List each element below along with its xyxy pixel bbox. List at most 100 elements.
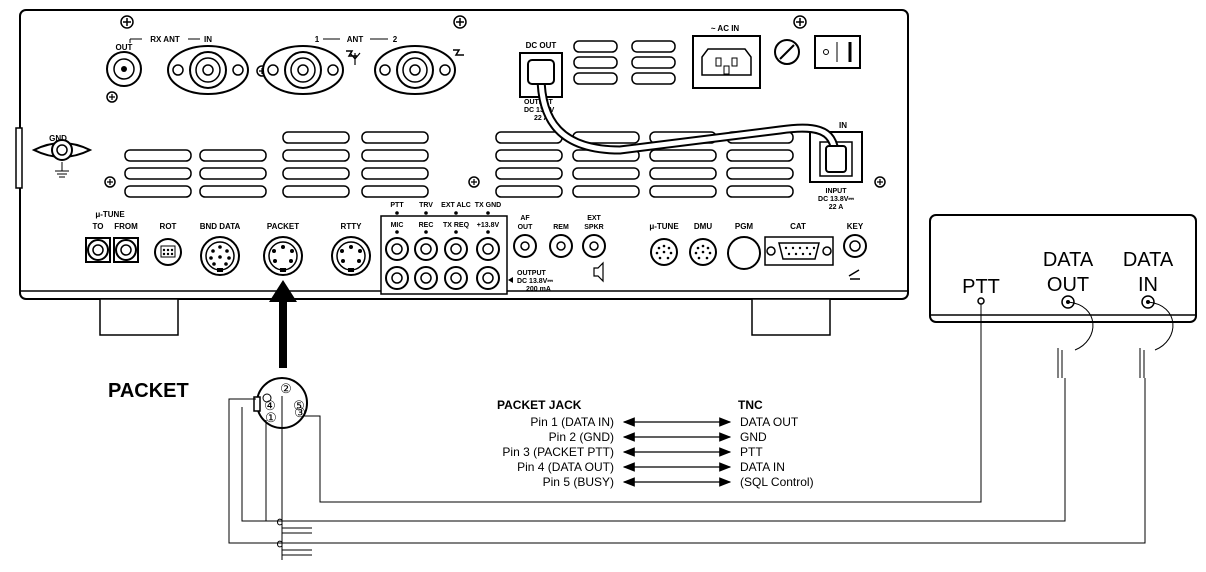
tnc-ptt-label: PTT bbox=[962, 276, 1000, 298]
output-spec-2: DC 13.8V⎓ bbox=[517, 278, 553, 285]
tnc-data-out-label-1: DATA bbox=[1043, 249, 1094, 271]
ac-in-label: ~ AC IN bbox=[711, 24, 740, 33]
dmu-label: DMU bbox=[694, 222, 712, 231]
row-4-right: DATA IN bbox=[740, 460, 785, 474]
row-2-left: Pin 2 (GND) bbox=[549, 430, 614, 444]
tnc-data-in-label-1: DATA bbox=[1123, 249, 1174, 271]
trv-jack-label: TRV bbox=[419, 202, 433, 209]
ant2-connector bbox=[374, 45, 456, 95]
packet-jack bbox=[263, 236, 303, 276]
row-1-left: Pin 1 (DATA IN) bbox=[530, 415, 614, 429]
af-out-label-2: OUT bbox=[518, 224, 534, 231]
row-1-right: DATA OUT bbox=[740, 415, 799, 429]
packet-jack-header: PACKET JACK bbox=[497, 398, 582, 412]
key-icon bbox=[848, 269, 860, 280]
mic-label: MIC bbox=[391, 222, 404, 229]
key-jack bbox=[843, 234, 867, 258]
power-switch bbox=[814, 35, 861, 69]
row-5-left: Pin 5 (BUSY) bbox=[543, 475, 614, 489]
dmu-jack bbox=[689, 238, 717, 266]
tnc-ptt-terminal bbox=[977, 297, 985, 305]
up-arrow bbox=[269, 280, 297, 368]
row-3-left: Pin 3 (PACKET PTT) bbox=[502, 445, 614, 459]
rtty-jack bbox=[331, 236, 371, 276]
mu-tune-from-jack bbox=[113, 237, 139, 263]
ant2-label: 2 bbox=[393, 35, 398, 44]
dc-out-spec-1: OUTPUT bbox=[524, 99, 554, 106]
pin-1-label: ① bbox=[265, 410, 277, 425]
ext-alc-label: EXT ALC bbox=[441, 202, 471, 209]
mu-tune2-label: μ-TUNE bbox=[649, 222, 679, 231]
fuse-holder-icon bbox=[774, 39, 800, 65]
bnd-data-label: BND DATA bbox=[200, 222, 241, 231]
rx-ant-out-label: OUT bbox=[116, 43, 133, 52]
ant-label: ANT bbox=[347, 35, 364, 44]
side-handle bbox=[15, 127, 23, 189]
cat-connector bbox=[764, 236, 834, 266]
rca-jack-block: PTT TRV EXT ALC TX GND MIC REC TX REQ +1… bbox=[380, 202, 508, 295]
bnd-data-jack bbox=[200, 236, 240, 276]
ptt-jack-label: PTT bbox=[390, 202, 404, 209]
rem-jack bbox=[549, 234, 573, 258]
speaker-icon bbox=[593, 261, 604, 283]
ext-spkr-jack bbox=[582, 234, 606, 258]
rx-ant-label: RX ANT bbox=[150, 35, 180, 44]
vent-slots-lower bbox=[124, 131, 794, 198]
output-spec-1: OUTPUT bbox=[517, 270, 547, 277]
pgm-label: PGM bbox=[735, 222, 754, 231]
packet-din-plug: ② ④ ⑤ ③ ① bbox=[253, 377, 308, 429]
row-5-right: (SQL Control) bbox=[740, 475, 814, 489]
pgm-port bbox=[727, 236, 761, 270]
tx-gnd-label: TX GND bbox=[475, 202, 501, 209]
arrow-left-icon bbox=[508, 277, 513, 283]
mu-tune-label: μ-TUNE bbox=[95, 210, 125, 219]
key-label: KEY bbox=[847, 222, 864, 231]
lightning-icon bbox=[453, 49, 464, 56]
rec-label: REC bbox=[419, 222, 434, 229]
mu-tune-to-jack bbox=[85, 237, 111, 263]
pin-5-label: ⑤ bbox=[293, 398, 305, 413]
ac-inlet bbox=[692, 35, 761, 89]
rot-jack bbox=[154, 238, 182, 266]
ant1-connector bbox=[262, 45, 344, 95]
dc-out-spec-2: DC 13.8V bbox=[524, 107, 555, 114]
radio-rear-panel: OUT RX ANT IN 1 ANT 2 bbox=[15, 9, 909, 336]
tnc-header: TNC bbox=[738, 398, 763, 412]
plus-138-label: +13.8V bbox=[477, 222, 500, 229]
pin-mapping-table: PACKET JACK TNC Pin 1 (DATA IN) DATA OUT… bbox=[497, 398, 814, 489]
packet-jack-label: PACKET bbox=[267, 222, 299, 231]
input-spec-3: 22 A bbox=[829, 204, 844, 211]
mu-tune2-jack bbox=[650, 238, 678, 266]
row-4-left: Pin 4 (DATA OUT) bbox=[517, 460, 614, 474]
rx-ant-out-jack bbox=[106, 51, 142, 87]
ext-spkr-label-2: SPKR bbox=[584, 224, 603, 231]
af-out-label-1: AF bbox=[520, 215, 530, 222]
af-out-jack bbox=[513, 234, 537, 258]
cat-label: CAT bbox=[790, 222, 806, 231]
antenna-icon bbox=[349, 52, 361, 65]
ext-spkr-label-1: EXT bbox=[587, 215, 601, 222]
rot-label: ROT bbox=[160, 222, 177, 231]
dc-in-label: IN bbox=[839, 121, 847, 130]
packet-plug-title: PACKET bbox=[108, 380, 189, 402]
rx-ant-in-connector bbox=[167, 45, 249, 95]
input-spec-2: DC 13.8V⎓ bbox=[818, 196, 854, 203]
tnc-data-in-label-2: IN bbox=[1138, 274, 1158, 296]
output-spec-3: 200 mA bbox=[526, 286, 551, 293]
rem-label: REM bbox=[553, 224, 569, 231]
gnd-label: GND bbox=[49, 134, 67, 143]
input-spec-1: INPUT bbox=[826, 188, 848, 195]
tnc-data-out-label-2: OUT bbox=[1047, 274, 1089, 296]
tx-req-label: TX REQ bbox=[443, 222, 470, 229]
gnd-terminal bbox=[31, 139, 93, 178]
to-label: TO bbox=[93, 222, 104, 231]
dc-out-spec-3: 22 A bbox=[534, 115, 549, 122]
ant1-label: 1 bbox=[315, 35, 320, 44]
screw-icon bbox=[104, 15, 886, 188]
pin-4-label: ④ bbox=[264, 398, 276, 413]
vent-slots-upper bbox=[573, 40, 676, 85]
rtty-label: RTTY bbox=[341, 222, 363, 231]
rx-ant-in-label: IN bbox=[204, 35, 212, 44]
from-label: FROM bbox=[114, 222, 138, 231]
